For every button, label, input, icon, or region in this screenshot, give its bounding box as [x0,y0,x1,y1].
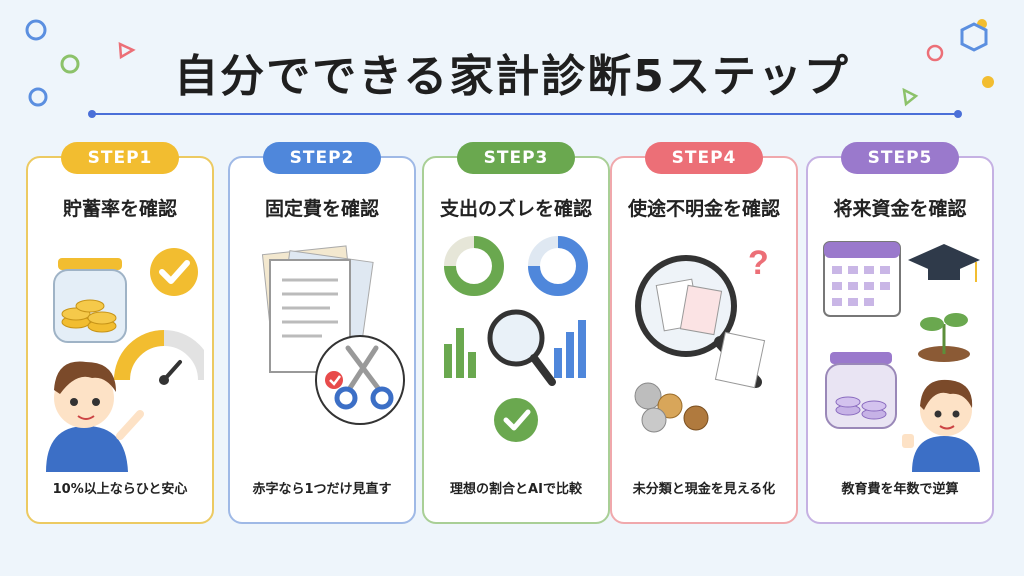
step-tip: 教育費を年数で逆算 [841,482,959,497]
boy-pointing-icon [46,361,144,472]
step-heading: 将来資金を確認 [833,198,967,220]
checkmark-icon [150,248,198,296]
step5-illustration [823,241,980,472]
step4-illustration: ? [634,244,769,433]
step-card-4: STEP4 使途不明金を確認 ? 未分類と現金を見える化 [610,142,798,524]
step-card-1: STEP1 貯蓄率を確認 10%以 [26,142,214,524]
magnifier-icon [487,309,556,386]
step-heading: 貯蓄率を確認 [62,198,177,220]
step-badge: STEP2 [263,142,381,174]
step-badge: STEP1 [61,142,179,174]
step-badge: STEP5 [841,142,959,174]
step-heading: 支出のズレを確認 [439,198,592,220]
gauge-icon [114,330,204,385]
boy-thumbs-up-icon [902,379,980,472]
bar-chart-icon [444,320,586,378]
step1-illustration [46,248,204,472]
coin-jar-icon [825,352,897,429]
sprout-icon [918,313,970,362]
step-heading: 固定費を確認 [264,198,379,220]
step-card-2: STEP2 固定費を確認 赤字なら1つだけ見直す [228,142,416,524]
step-tip: 赤字なら1つだけ見直す [252,482,392,497]
step-heading: 使途不明金を確認 [627,198,780,220]
documents-icon [261,245,374,373]
donut-chart-icon [444,236,588,296]
step-tip: 未分類と現金を見える化 [632,482,776,497]
checkmark-icon [494,398,538,442]
step-tip: 理想の割合とAIで比較 [450,482,582,497]
coins-icon [634,382,709,433]
decorative-shapes [25,19,994,107]
step-card-5: STEP5 将来資金を確認 [806,142,994,524]
title-underline [88,110,962,118]
page-title: 自分でできる家計診断5ステップ [174,51,850,102]
calendar-icon [823,241,901,317]
step-tip: 10%以上ならひと安心 [52,482,188,497]
step2-illustration [261,245,405,425]
step-badge: STEP3 [457,142,575,174]
svg-text:?: ? [748,244,769,282]
coin-jar-icon [53,258,127,343]
step-card-3: STEP3 支出のズレを確認 理想の割合とAIで比較 [422,142,610,524]
question-mark-icon: ? [748,244,769,282]
step-badge: STEP4 [645,142,763,174]
receipt-icon [655,278,766,389]
graduation-cap-icon [908,244,980,282]
scissors-icon [315,335,405,425]
step3-illustration [444,236,588,442]
